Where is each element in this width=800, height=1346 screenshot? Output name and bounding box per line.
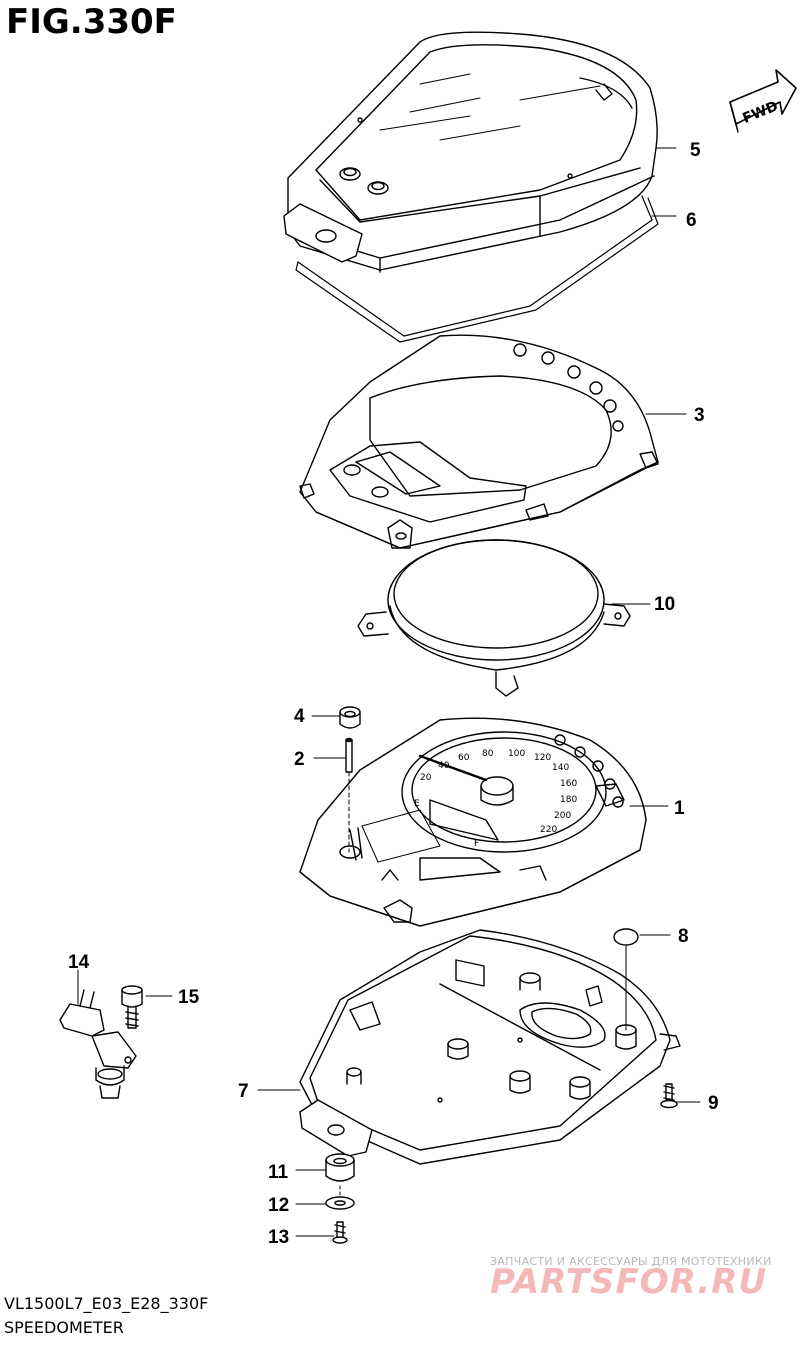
part-11-cushion: [325, 1153, 355, 1182]
dial-fuel-full: F: [474, 839, 479, 849]
part-15-bolt: [121, 985, 143, 1029]
part-7-lower-case: [299, 929, 681, 1165]
part-10-ring: [357, 539, 631, 697]
figure-title: FIG.330F: [6, 2, 177, 42]
callout-9: 9: [708, 1093, 719, 1114]
callout-3: 3: [694, 405, 705, 426]
callout-11: 11: [268, 1162, 289, 1183]
watermark-logo: PARTSFOR.RU: [490, 1262, 768, 1302]
part-9-screw: [660, 1083, 678, 1109]
dial-mark-220: 220: [540, 825, 557, 835]
dial-speed-marks: 20 40 60 80 100 120 140 160 180 200 220 …: [414, 749, 577, 849]
part-12-washer: [325, 1196, 355, 1210]
dial-mark-200: 200: [554, 811, 571, 821]
callout-14: 14: [68, 952, 90, 973]
figure-code: VL1500L7_E03_E28_330F: [4, 1294, 209, 1313]
callout-7: 7: [238, 1081, 249, 1102]
dial-mark-140: 140: [552, 763, 569, 773]
dial-mark-160: 160: [560, 779, 577, 789]
part-8-sticker: [613, 928, 639, 946]
watermark-tagline: ЗАПЧАСТИ И АКСЕССУАРЫ ДЛЯ МОТОТЕХНИКИ: [490, 1255, 772, 1268]
part-13-screw: [332, 1221, 348, 1244]
part-6-gasket: [295, 195, 659, 343]
callout-2: 2: [294, 749, 305, 770]
dial-mark-120: 120: [534, 753, 551, 763]
callout-5: 5: [690, 140, 701, 161]
dial-mark-40: 40: [438, 761, 450, 771]
figure-name: SPEEDOMETER: [4, 1318, 124, 1337]
callout-8: 8: [678, 926, 689, 947]
part-2-pin: [345, 737, 353, 773]
dial-mark-180: 180: [560, 795, 577, 805]
callout-numbers: 1 2 3 4 5 6 7 8 9 10 11 12 13 14 15: [68, 140, 719, 1248]
callout-6: 6: [686, 210, 697, 231]
callout-15: 15: [178, 987, 200, 1008]
part-5-meter-cover: [283, 31, 658, 273]
callout-4: 4: [294, 706, 305, 727]
callout-10: 10: [654, 594, 675, 615]
part-14-speed-sensor: [59, 989, 137, 1099]
part-3-meter-case: [299, 334, 659, 549]
dial-fuel-empty: E: [414, 799, 420, 809]
callout-1: 1: [674, 798, 685, 819]
dial-mark-100: 100: [508, 749, 525, 759]
fwd-arrow-icon: FWD: [729, 69, 797, 133]
part-1-speedometer: 20 40 60 80 100 120 140 160 180 200 220 …: [299, 717, 647, 927]
callout-12: 12: [268, 1195, 289, 1216]
dial-mark-20: 20: [420, 773, 432, 783]
dial-mark-60: 60: [458, 753, 470, 763]
callout-13: 13: [268, 1227, 289, 1248]
dial-mark-80: 80: [482, 749, 494, 759]
leader-lines: [77, 147, 701, 1237]
part-4-grommet: [339, 706, 361, 729]
